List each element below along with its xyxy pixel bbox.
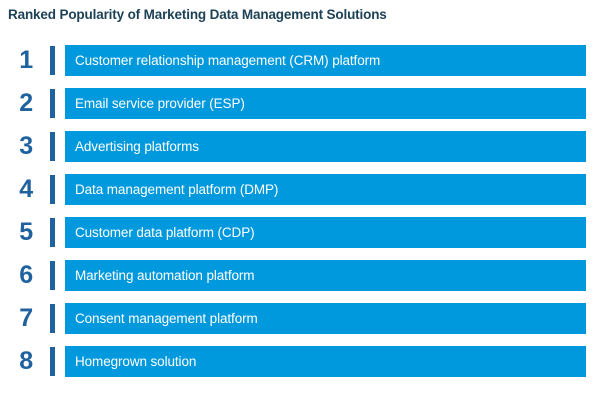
rank-bar: Consent management platform (65, 303, 586, 334)
rank-bar: Data management platform (DMP) (65, 174, 586, 205)
rank-label: Consent management platform (75, 311, 258, 326)
rank-divider (50, 175, 55, 204)
rank-number: 1 (19, 46, 33, 74)
list-item: 1 Customer relationship management (CRM)… (0, 45, 600, 76)
list-item: 2 Email service provider (ESP) (0, 88, 600, 119)
list-item: 3 Advertising platforms (0, 131, 600, 162)
rank-label: Data management platform (DMP) (75, 182, 279, 197)
rank-label: Customer data platform (CDP) (75, 225, 255, 240)
list-item: 5 Customer data platform (CDP) (0, 217, 600, 248)
list-item: 7 Consent management platform (0, 303, 600, 334)
rank-number: 7 (19, 304, 33, 332)
rank-number: 3 (19, 132, 33, 160)
rank-divider (50, 132, 55, 161)
rank-bar: Homegrown solution (65, 346, 586, 377)
rank-divider (50, 261, 55, 290)
rank-label: Advertising platforms (75, 139, 199, 154)
rank-divider (50, 218, 55, 247)
page-title: Ranked Popularity of Marketing Data Mana… (8, 7, 387, 22)
rank-number: 8 (19, 347, 33, 375)
list-item: 6 Marketing automation platform (0, 260, 600, 291)
rank-number: 4 (19, 175, 33, 203)
rank-number: 2 (19, 89, 33, 117)
rank-bar: Advertising platforms (65, 131, 586, 162)
rank-bar: Customer data platform (CDP) (65, 217, 586, 248)
rank-divider (50, 304, 55, 333)
rank-divider (50, 89, 55, 118)
ranking-list: 1 Customer relationship management (CRM)… (0, 45, 600, 395)
list-item: 4 Data management platform (DMP) (0, 174, 600, 205)
rank-bar: Email service provider (ESP) (65, 88, 586, 119)
rank-label: Homegrown solution (75, 354, 197, 369)
list-item: 8 Homegrown solution (0, 346, 600, 377)
rank-number: 6 (19, 261, 33, 289)
rank-bar: Customer relationship management (CRM) p… (65, 45, 586, 76)
rank-number: 5 (19, 218, 33, 246)
rank-label: Email service provider (ESP) (75, 96, 245, 111)
rank-label: Marketing automation platform (75, 268, 255, 283)
rank-divider (50, 347, 55, 376)
rank-bar: Marketing automation platform (65, 260, 586, 291)
rank-divider (50, 46, 55, 75)
rank-label: Customer relationship management (CRM) p… (75, 53, 381, 68)
